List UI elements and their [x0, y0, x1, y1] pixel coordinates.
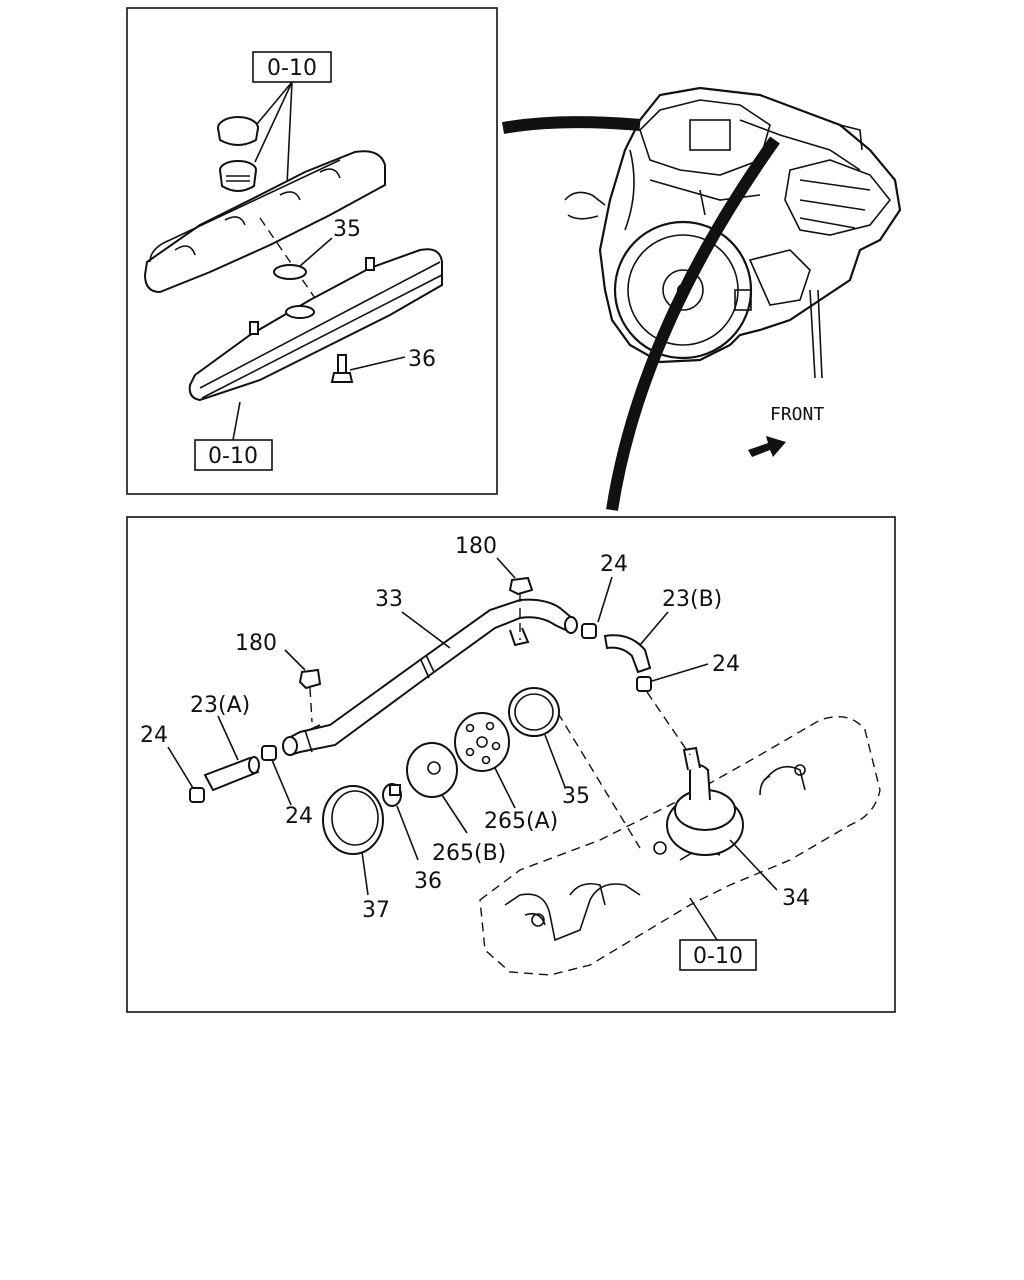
bolt-36	[330, 354, 354, 383]
callout-33: 33	[375, 587, 403, 612]
engine-overview: FRONT	[501, 86, 902, 511]
nut-180-top	[508, 576, 534, 596]
clip-24-mid-left	[261, 745, 277, 761]
disc-265b	[406, 742, 458, 798]
ref-box-bottom-label: 0-10	[693, 944, 743, 969]
gasket-ring-35	[273, 264, 307, 280]
ref-box-top-label: 0-10	[267, 56, 317, 81]
clip-24-right	[636, 676, 652, 692]
callout-180-top: 180	[455, 534, 497, 559]
disc-265a	[454, 712, 510, 772]
lower-rocker-cover	[188, 248, 443, 402]
oil-filler-cap	[217, 116, 259, 192]
clip-24-top	[581, 623, 597, 639]
bottom-detail-panel: 0-10 34 33	[126, 516, 896, 1013]
callout-23b: 23(B)	[662, 587, 722, 612]
callout-24-far-left: 24	[140, 723, 168, 748]
callout-265b: 265(B)	[432, 841, 506, 866]
front-arrow-icon	[748, 436, 786, 457]
ref-box-top-bottom-label: 0-10	[208, 444, 258, 469]
ref-box-top-bottom: 0-10	[194, 439, 273, 471]
callout-23a: 23(A)	[190, 693, 250, 718]
callout-24-top: 24	[600, 552, 628, 577]
ring-35	[508, 687, 560, 737]
breather-valve-34	[666, 746, 744, 856]
front-label: FRONT	[770, 404, 824, 425]
bolt-36	[382, 783, 402, 807]
clip-24-far-left	[189, 787, 205, 803]
callout-35-top: 35	[333, 217, 361, 242]
callout-35: 35	[562, 784, 590, 809]
callout-36-top: 36	[408, 347, 436, 372]
nut-180-left	[298, 668, 322, 690]
hose-23a	[203, 756, 260, 792]
upper-rocker-cover	[143, 150, 386, 294]
callout-24-right: 24	[712, 652, 740, 677]
callout-36: 36	[414, 869, 442, 894]
top-detail-panel: 0-10 35	[126, 7, 498, 495]
callout-265a: 265(A)	[484, 809, 558, 834]
seal-37	[322, 785, 384, 855]
callout-180-left: 180	[235, 631, 277, 656]
ref-box-top: 0-10	[252, 51, 332, 83]
hose-23b	[603, 634, 652, 674]
callout-24-mid-left: 24	[285, 804, 313, 829]
callout-34: 34	[782, 886, 810, 911]
callout-37: 37	[362, 898, 390, 923]
ref-box-bottom: 0-10	[679, 939, 757, 971]
